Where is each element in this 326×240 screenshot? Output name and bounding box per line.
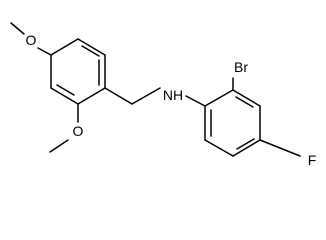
left-benzene-ring xyxy=(50,38,106,105)
bond-ring-f xyxy=(259,139,301,157)
atom-br: Br xyxy=(234,59,248,75)
atom-f: F xyxy=(308,152,317,168)
right-benzene-ring xyxy=(204,89,261,157)
bond-ring-ch2 xyxy=(104,87,133,105)
bond-ch2-n xyxy=(131,87,161,105)
bond-ring-o-top xyxy=(37,47,52,56)
bond-n-ring xyxy=(185,95,206,107)
bond-o-methyl-bottom xyxy=(49,139,69,153)
atom-o-bottom: O xyxy=(73,123,84,139)
structure-diagram: O O NH Br F xyxy=(10,22,317,168)
atom-o-top: O xyxy=(26,32,37,48)
bond-o-methyl-top xyxy=(10,22,25,35)
atom-nh: NH xyxy=(163,87,183,103)
